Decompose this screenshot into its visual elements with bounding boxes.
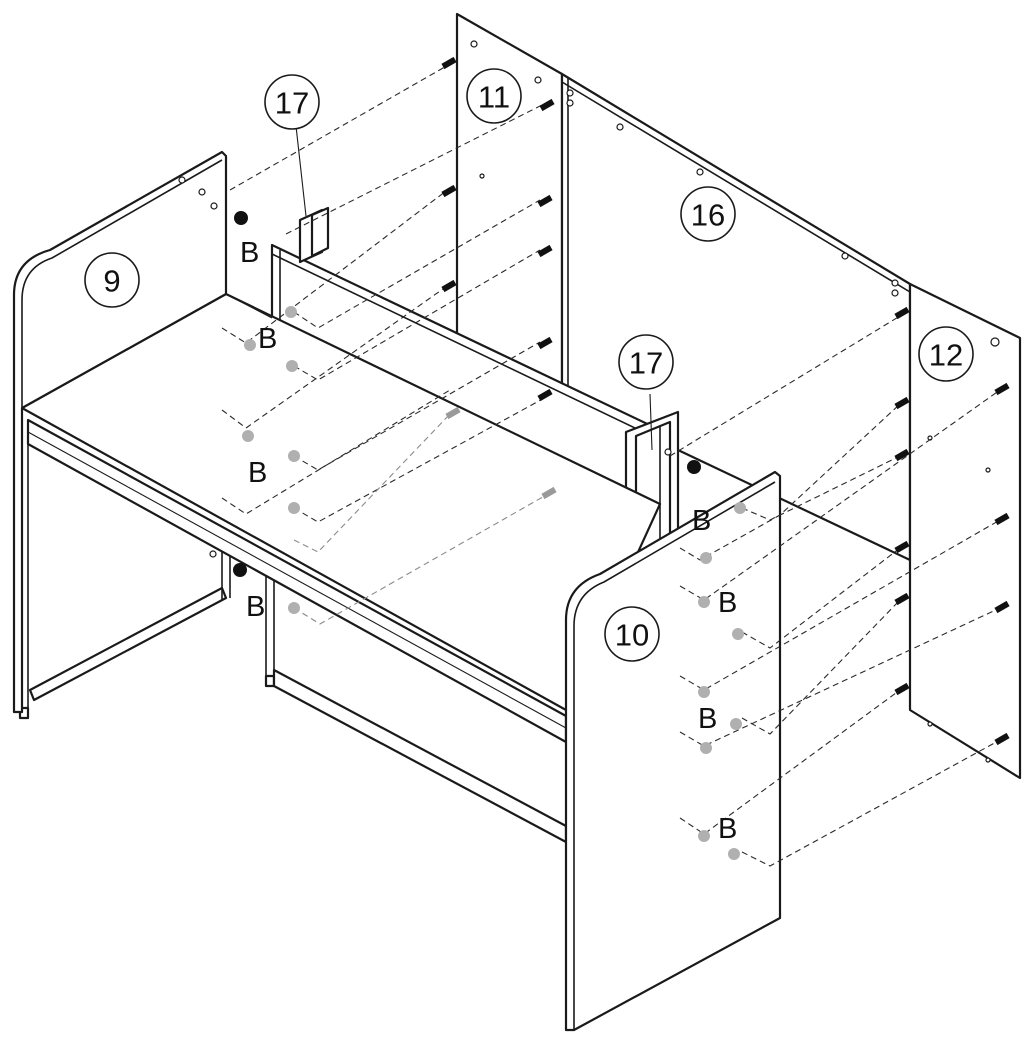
leader-17-right — [649, 393, 653, 451]
part-label-17-left: 17 — [275, 86, 309, 121]
desk-frame — [18, 418, 568, 844]
hardware-label-b: B — [248, 457, 267, 489]
panel-11 — [455, 12, 564, 397]
assembly-lines — [221, 63, 1001, 867]
part-label-17-right: 17 — [629, 346, 663, 381]
hardware-label-b: B — [246, 591, 265, 623]
part-label-10: 10 — [615, 618, 649, 653]
part-label-16: 16 — [691, 198, 725, 233]
panel-9 — [12, 150, 228, 714]
hardware-label-b: B — [258, 323, 277, 355]
callout-17-right: 17 — [618, 334, 674, 390]
hardware-label-b: B — [692, 505, 711, 537]
leader-17-left — [295, 125, 307, 217]
panel-12 — [908, 282, 1022, 780]
hardware-label-b: B — [718, 813, 737, 845]
part-label-12: 12 — [929, 338, 963, 373]
hardware-label-b: B — [240, 237, 259, 269]
callout-16: 16 — [680, 186, 736, 242]
bracket-17-left — [298, 206, 330, 264]
callout-12: 12 — [918, 326, 974, 382]
hardware-label-b: B — [718, 587, 737, 619]
part-label-11: 11 — [478, 80, 510, 115]
hardware — [209, 56, 1010, 860]
callout-9: 9 — [84, 252, 140, 308]
part-label-9: 9 — [103, 264, 120, 299]
callout-11: 11 — [466, 68, 522, 124]
callout-17-left: 17 — [264, 74, 320, 130]
callout-10: 10 — [604, 606, 660, 662]
hardware-label-b: B — [698, 703, 717, 735]
